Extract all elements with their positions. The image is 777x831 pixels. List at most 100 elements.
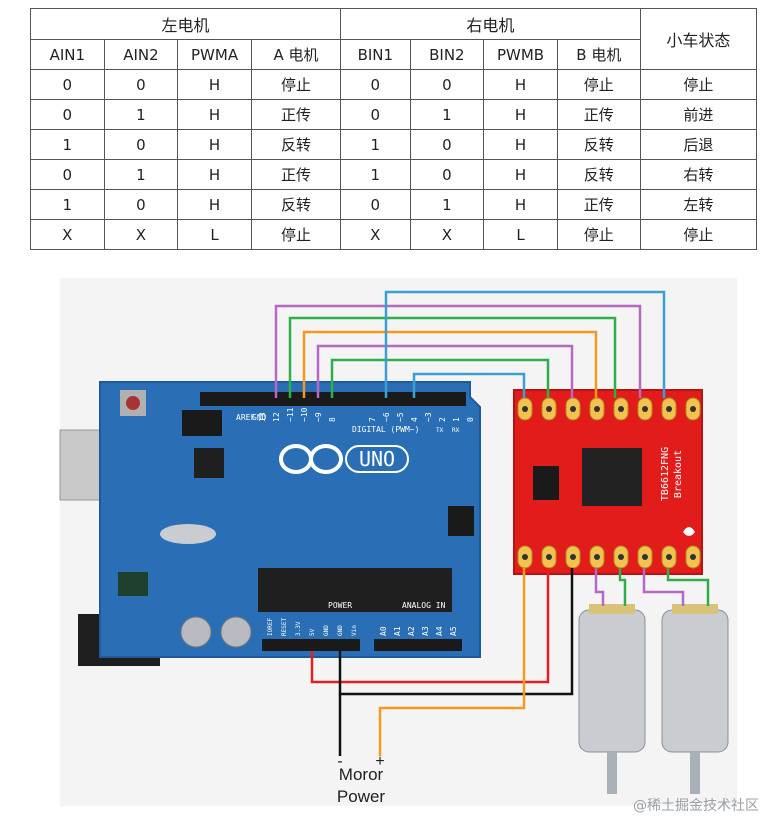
wire-blue-top xyxy=(384,290,666,398)
wire-orange-top xyxy=(302,330,598,398)
digital-pin-label: ~3 xyxy=(424,412,433,422)
usb-chip xyxy=(194,448,224,478)
table-cell: 停止 xyxy=(250,219,342,250)
driver-pad-hole xyxy=(594,406,600,412)
power-wires xyxy=(310,568,574,756)
driver-pad-hole xyxy=(642,554,648,560)
analog-pin-label: A0 xyxy=(379,626,388,636)
table-cell: 反转 xyxy=(250,129,342,160)
power-pin-label: RESET xyxy=(281,618,288,636)
table-cell: 0 xyxy=(409,69,485,100)
driver-pad-hole xyxy=(642,406,648,412)
power-header xyxy=(262,639,360,651)
table-cell: 1 xyxy=(30,129,105,160)
analog-pin-label: A3 xyxy=(421,626,430,636)
table-cell: L xyxy=(177,219,252,250)
digital-pin-label: 4 xyxy=(410,417,419,422)
table-cell: 0 xyxy=(103,129,179,160)
driver-pad-hole xyxy=(690,554,696,560)
table-cell: H xyxy=(177,189,252,220)
power-plus-label: + xyxy=(375,753,384,770)
col-header: A 电机 xyxy=(250,39,342,70)
table-cell: 反转 xyxy=(556,159,641,190)
digital-pin-label: ~11 xyxy=(286,407,295,422)
wire-black-gnd xyxy=(338,568,574,696)
table-cell: 0 xyxy=(340,189,411,220)
analog-header xyxy=(374,639,462,651)
table-cell: 0 xyxy=(30,69,105,100)
table-cell: 0 xyxy=(30,159,105,190)
table-cell: 1 xyxy=(409,99,485,130)
table-cell: 停止 xyxy=(250,69,342,100)
table-cell: H xyxy=(483,99,558,130)
power-pin-label: 3.3V xyxy=(295,621,302,636)
driver-pad-hole xyxy=(570,554,576,560)
table-cell: 1 xyxy=(409,189,485,220)
motor-power-label-1: Moror xyxy=(339,765,384,784)
driver-pad-hole xyxy=(570,406,576,412)
power-label: POWER xyxy=(328,601,352,610)
digital-pin-label: 2 xyxy=(438,417,447,422)
driver-pad-hole xyxy=(594,554,600,560)
analog-pin-label: A2 xyxy=(407,626,416,636)
driver-pad-hole xyxy=(522,554,528,560)
driver-pad-hole xyxy=(618,554,624,560)
uno-badge xyxy=(345,445,409,473)
group-right-header: 右电机 xyxy=(340,8,641,40)
table-cell: H xyxy=(483,129,558,160)
digital-label: DIGITAL (PWM~) xyxy=(352,425,419,434)
table-cell: 停止 xyxy=(556,219,641,250)
signal-wires xyxy=(274,290,666,398)
table-cell: 0 xyxy=(409,129,485,160)
table-cell: 0 xyxy=(340,99,411,130)
table-cell: 1 xyxy=(103,159,179,190)
col-header: BIN1 xyxy=(340,39,411,70)
table-cell: 停止 xyxy=(639,219,758,250)
table-cell: 正传 xyxy=(250,99,342,130)
voltage-regulator xyxy=(118,572,148,596)
icsp-header-2 xyxy=(448,506,474,536)
table-cell: 1 xyxy=(340,159,411,190)
col-header: B 电机 xyxy=(556,39,641,70)
table-cell: 0 xyxy=(409,159,485,190)
table-cell: 1 xyxy=(103,99,179,130)
driver-label-1: TB6612FNG xyxy=(660,447,671,501)
driver-pad-hole xyxy=(522,406,528,412)
digital-header xyxy=(200,392,466,406)
table-cell: 1 xyxy=(340,129,411,160)
digital-pin-label: 8 xyxy=(328,417,337,422)
icsp-header xyxy=(182,410,222,436)
atmega-chip xyxy=(258,568,452,612)
motor-a xyxy=(578,604,646,794)
rx-label: RX xyxy=(452,427,460,434)
table-cell: 左转 xyxy=(639,189,758,220)
power-pin-label: GND xyxy=(337,625,344,636)
gnd-label: GND xyxy=(252,413,267,422)
driver-top-pads xyxy=(517,397,701,421)
arduino-logo-icon xyxy=(279,444,343,474)
driver-pad-hole xyxy=(666,406,672,412)
digital-pin-label: 7 xyxy=(368,417,377,422)
table-cell: 右转 xyxy=(639,159,758,190)
aref-label: AREF xyxy=(236,413,255,422)
truth-table: 左电机 右电机 小车状态 AIN1 AIN2 PWMA A 电机 BIN1 BI… xyxy=(29,8,758,250)
col-header: AIN1 xyxy=(30,39,105,70)
motor-power-label-2: Power xyxy=(337,787,386,806)
table-cell: 停止 xyxy=(556,69,641,100)
analog-pin-label: A5 xyxy=(449,626,458,636)
table-cell: H xyxy=(177,129,252,160)
wire-blue-mid xyxy=(412,372,526,398)
wire-green-top xyxy=(288,316,617,398)
digital-pin-label: ~6 xyxy=(382,412,391,422)
analog-label: ANALOG IN xyxy=(402,601,446,610)
group-left-header: 左电机 xyxy=(29,8,342,40)
table-cell: H xyxy=(483,189,558,220)
driver-pad-hole xyxy=(666,554,672,560)
wire-orange-motor-plus xyxy=(378,568,526,756)
